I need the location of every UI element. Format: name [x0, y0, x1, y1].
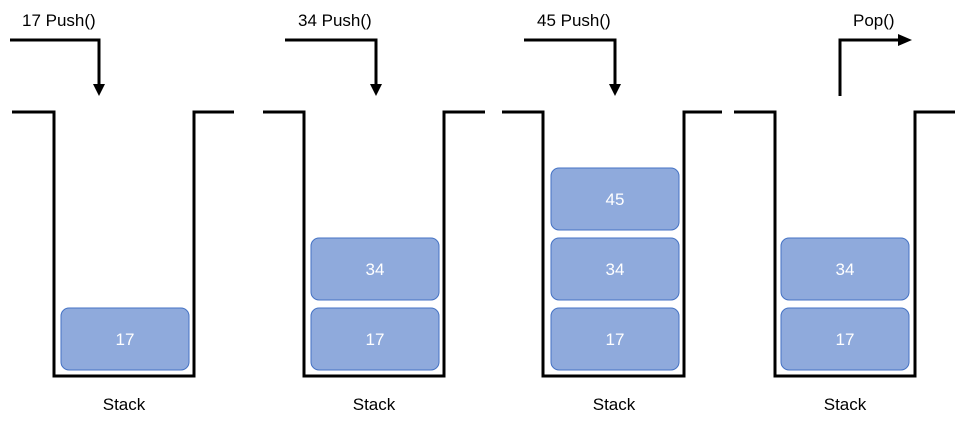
stack-item-label: 17 [366, 330, 385, 349]
stack-item: 17 [780, 307, 910, 371]
operation-label: 45 Push() [537, 11, 611, 30]
stack-item-label: 17 [606, 330, 625, 349]
panel-push-34: 34 Push() 17 34 Stack [263, 11, 485, 414]
stack-label: Stack [353, 395, 396, 414]
stack-container [502, 110, 722, 378]
panel-push-17: 17 Push() 17 Stack [10, 11, 234, 414]
arrow-right-icon [838, 34, 912, 96]
stack-item: 45 [550, 167, 680, 231]
panel-pop: Pop() 17 34 Stack [734, 11, 955, 414]
operation-label: 17 Push() [22, 11, 96, 30]
stack-item-label: 34 [836, 260, 855, 279]
arrow-down-icon [285, 38, 382, 96]
stack-label: Stack [103, 395, 146, 414]
stack-container [12, 110, 234, 378]
stack-item-label: 17 [836, 330, 855, 349]
stack-label: Stack [593, 395, 636, 414]
stack-item: 17 [310, 307, 440, 371]
stack-item-label: 34 [606, 260, 625, 279]
stack-item: 34 [550, 237, 680, 301]
stack-item-label: 34 [366, 260, 385, 279]
stack-item-label: 17 [116, 330, 135, 349]
arrow-down-icon [524, 38, 621, 96]
operation-label: Pop() [853, 11, 895, 30]
stack-container [734, 110, 955, 378]
stack-container [263, 110, 485, 378]
stack-item: 17 [550, 307, 680, 371]
stack-item: 17 [60, 307, 190, 371]
stack-label: Stack [824, 395, 867, 414]
stack-item: 34 [310, 237, 440, 301]
operation-label: 34 Push() [298, 11, 372, 30]
stack-item: 34 [780, 237, 910, 301]
panel-push-45: 45 Push() 17 34 45 Stack [502, 11, 722, 414]
stack-item-label: 45 [606, 190, 625, 209]
arrow-down-icon [10, 38, 105, 96]
